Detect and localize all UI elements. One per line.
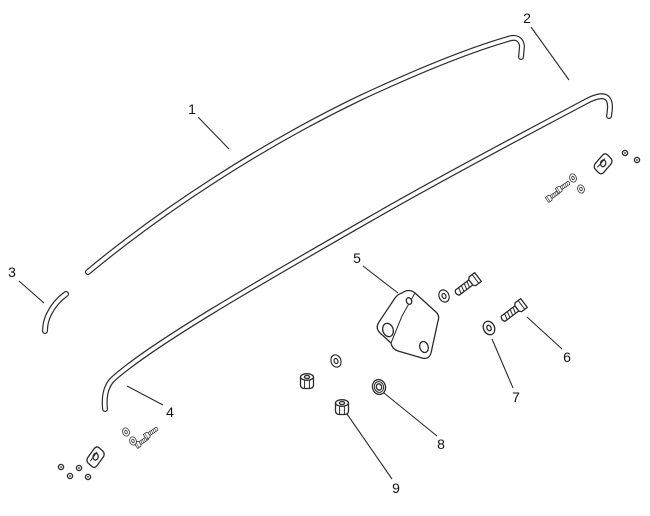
flat-washer-small [576,183,586,195]
flange-nut-mid [299,373,315,390]
screw-small [554,179,572,194]
leader-line [126,385,164,406]
rivet-dot [621,149,629,157]
bow-tube-1 [85,34,526,275]
callout-6: 6 [526,316,571,365]
leader-line [491,338,514,389]
part-number-label: 8 [437,436,445,452]
callout-5: 5 [353,250,399,294]
bow-tube-2 [101,93,613,412]
callout-1: 1 [188,101,230,150]
part-number-label: 1 [188,101,196,117]
leader-line [18,280,45,304]
flat-washer-upper [436,287,452,305]
part-number-label: 5 [353,250,361,266]
mounting-bracket-5 [376,289,440,360]
leader-line [383,392,438,437]
end-tube-3 [42,291,69,334]
rivet-dot [75,464,83,472]
rivet-dot [57,463,65,471]
hex-bolt-6 [498,297,528,325]
part-number-label: 7 [512,389,520,405]
hardware-cluster-bottom-left [57,425,160,481]
callout-4: 4 [126,385,174,420]
hex-bolt-upper [452,271,482,299]
flat-washer-small [121,426,131,438]
leader-line [530,26,570,81]
leader-line [346,413,393,480]
part-number-label: 9 [392,480,400,496]
callout-3: 3 [8,264,45,304]
part-number-label: 3 [8,264,16,280]
rivet-dot [66,472,74,480]
hardware-cluster-top-right [544,149,641,203]
rivet-dot [633,156,641,164]
flange-nut-9 [334,399,350,416]
callout-layer: 1 2 3 4 5 6 7 8 9 [8,10,571,496]
callout-8: 8 [383,392,445,452]
clamp-bracket-small [85,445,106,469]
part-number-label: 4 [166,404,174,420]
callout-2: 2 [523,10,570,81]
clamp-bracket-small [592,151,614,177]
callout-9: 9 [346,413,400,496]
part-number-label: 2 [523,10,531,26]
flat-washer-7 [480,318,498,338]
callout-7: 7 [491,338,520,405]
part-number-label: 6 [563,349,571,365]
leader-line [362,265,399,294]
flat-washer-small [568,172,578,184]
rivet-dot [84,473,92,481]
flat-washer-mid [328,352,344,370]
leader-line [197,116,230,150]
leader-line [526,316,563,350]
screw-small [142,425,160,440]
